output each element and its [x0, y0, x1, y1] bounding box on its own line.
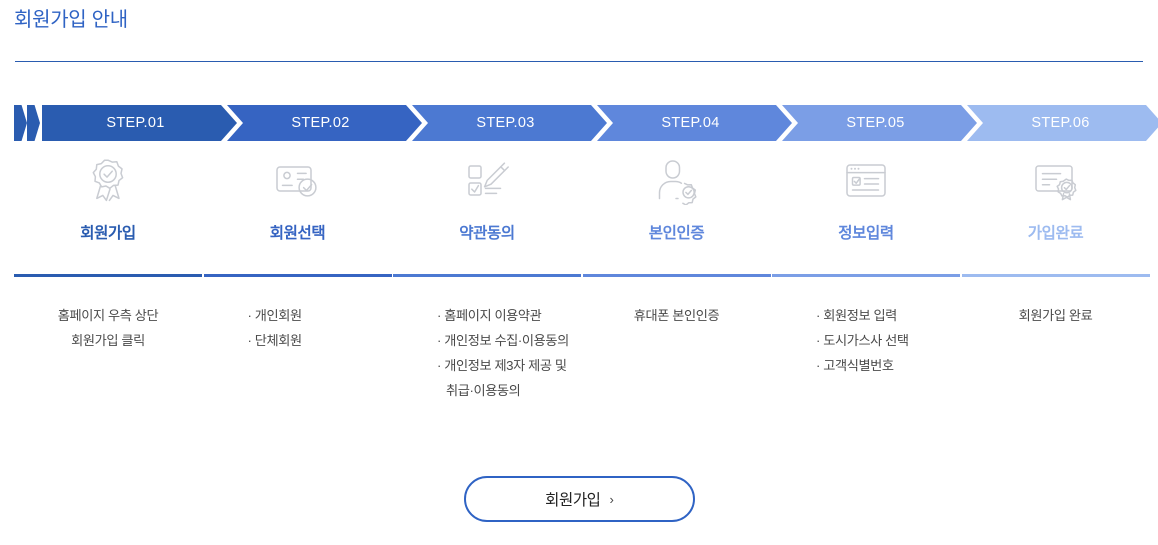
step-name-label: 가입완료: [1027, 225, 1084, 242]
step-underline-1: [14, 274, 202, 277]
description-line: 회원가입 완료: [1018, 308, 1093, 323]
description-line: · 고객식별번호: [816, 358, 894, 373]
step-arrow-4[interactable]: STEP.04: [597, 105, 792, 141]
step-name-label: 정보입력: [838, 225, 894, 242]
step-description-5: · 회원정보 입력 · 도시가스사 선택 · 고객식별번호: [772, 303, 960, 378]
step-underline-4: [582, 274, 771, 277]
step-column-6: 가입완료: [962, 152, 1150, 244]
step-name-label: 본인인증: [648, 225, 705, 242]
step-name-label: 회원선택: [269, 225, 326, 242]
step-arrow-3[interactable]: STEP.03: [412, 105, 607, 141]
page-title: 회원가입 안내: [14, 9, 128, 31]
leading-chevron-icon: [14, 105, 40, 141]
step-column-5: 정보입력: [772, 152, 960, 244]
step-badge-label: STEP.06: [1031, 115, 1090, 131]
step-name-label: 회원가입: [80, 225, 136, 242]
step-column-3: 약관동의: [393, 152, 581, 244]
step-description-3: · 홈페이지 이용약관 · 개인정보 수집·이용동의 · 개인정보 제3자 제공 및…: [393, 303, 581, 403]
step-underline-2: [203, 274, 392, 277]
step-badge-label: STEP.02: [291, 115, 350, 131]
description-line: 회원가입 클릭: [71, 333, 145, 348]
description-line: · 개인정보 수집·이용동의: [437, 333, 569, 348]
checklist-pen-icon: [393, 152, 581, 210]
step-name-label: 약관동의: [459, 225, 515, 242]
id-card-check-icon: [204, 152, 392, 210]
step-badge-label: STEP.03: [476, 115, 535, 131]
step-description-6: 회원가입 완료: [962, 303, 1150, 328]
description-line: 휴대폰 본인인증: [633, 308, 720, 323]
award-ribbon-check-icon: [14, 152, 202, 210]
step-underline-3: [393, 274, 581, 277]
description-line: · 홈페이지 이용약관: [437, 308, 542, 323]
step-arrow-6[interactable]: STEP.06: [967, 105, 1158, 141]
step-description-2: · 개인회원 · 단체회원: [204, 303, 392, 353]
step-column-4: 본인인증: [583, 152, 771, 244]
description-line: · 개인회원: [247, 308, 303, 323]
step-arrow-2[interactable]: STEP.02: [227, 105, 422, 141]
description-line: 홈페이지 우측 상단: [57, 308, 159, 323]
person-verified-icon: [583, 152, 771, 210]
title-divider: [15, 61, 1143, 62]
step-underline-6: [961, 274, 1150, 277]
description-line: · 회원정보 입력: [816, 308, 897, 323]
step-underline-5: [772, 274, 960, 277]
step-column-2: 회원선택: [204, 152, 392, 244]
step-badge-label: STEP.04: [661, 115, 720, 131]
step-description-4: 휴대폰 본인인증: [583, 303, 771, 328]
description-line: · 개인정보 제3자 제공 및: [437, 358, 567, 373]
step-column-1: 회원가입: [14, 152, 202, 244]
chevron-right-icon: ›: [609, 491, 614, 507]
certificate-seal-icon: [962, 152, 1150, 210]
step-arrow-5[interactable]: STEP.05: [782, 105, 977, 141]
step-arrow-1[interactable]: STEP.01: [42, 105, 237, 141]
form-window-icon: [772, 152, 960, 210]
step-badge-label: STEP.01: [106, 115, 165, 131]
description-line: · 도시가스사 선택: [816, 333, 909, 348]
step-progress-bar: STEP.01 STEP.02 STEP.03 STEP.04 STEP.05 STEP.…: [14, 105, 1146, 141]
description-line: 취급·이용동의: [446, 383, 521, 398]
step-badge-label: STEP.05: [846, 115, 905, 131]
signup-button-label: 회원가입: [545, 492, 601, 509]
signup-button[interactable]: 회원가입 ›: [464, 476, 695, 522]
description-line: · 단체회원: [247, 333, 303, 348]
